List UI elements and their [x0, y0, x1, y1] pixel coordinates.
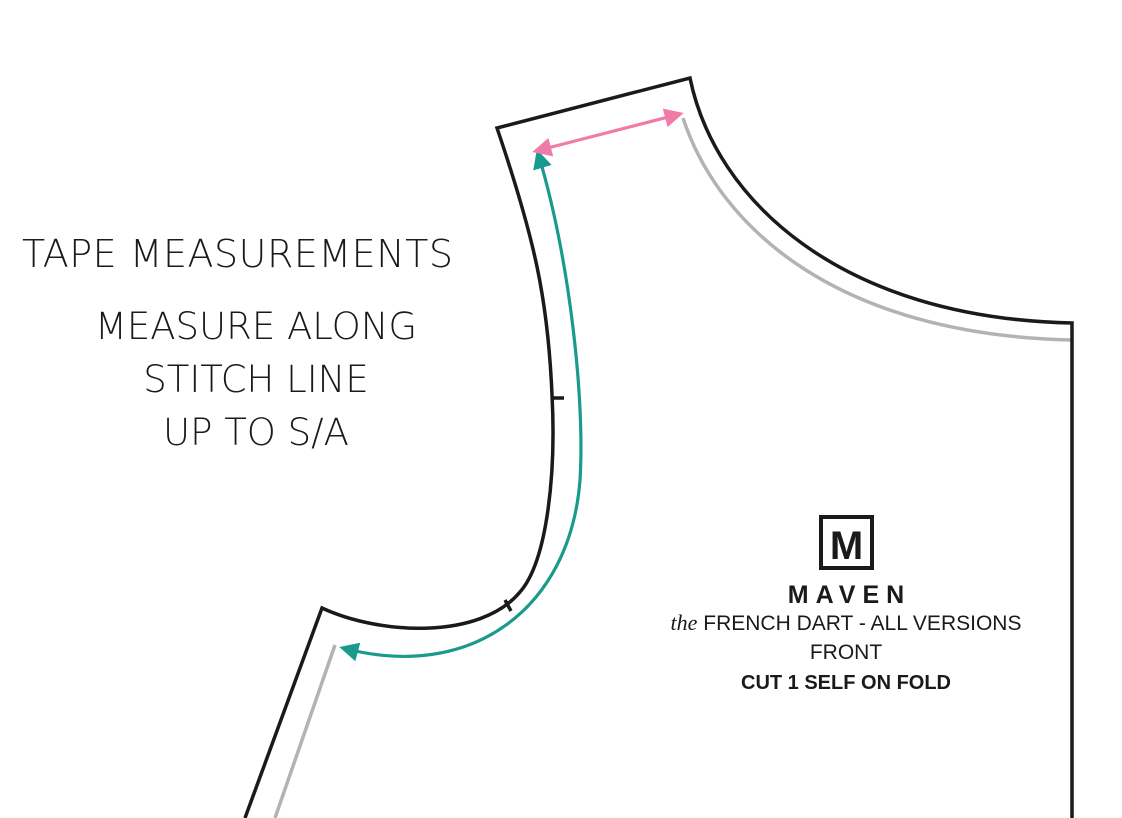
instruction-line: UP TO S/A: [163, 411, 349, 454]
piece-name: FRONT: [809, 641, 883, 664]
pattern-prefix: the: [670, 610, 698, 635]
instruction-line: STITCH LINE: [143, 358, 369, 401]
brand-name: MAVEN: [787, 581, 912, 609]
side-seam-stitch-line: [273, 644, 337, 818]
instructions-text: MEASURE ALONG STITCH LINE UP TO S/A: [60, 300, 452, 459]
armhole-measure-arrow: [339, 149, 583, 662]
neckline-stitch-line: [681, 117, 1073, 342]
shoulder-measure-arrow: [532, 108, 684, 157]
tape-measurements-heading: TAPE MEASUREMENTS: [22, 232, 454, 276]
maven-logo: M: [818, 515, 874, 570]
pattern-name: the FRENCH DART - ALL VERSIONS: [608, 609, 1084, 638]
logo-letter: M: [829, 524, 862, 568]
instruction-line: MEASURE ALONG: [94, 305, 418, 348]
pattern-title: FRENCH DART - ALL VERSIONS: [703, 612, 1022, 635]
cut-instruction: CUT 1 SELF ON FOLD: [741, 672, 951, 694]
pattern-label: M MAVEN the FRENCH DART - ALL VERSIONS F…: [608, 515, 1084, 698]
